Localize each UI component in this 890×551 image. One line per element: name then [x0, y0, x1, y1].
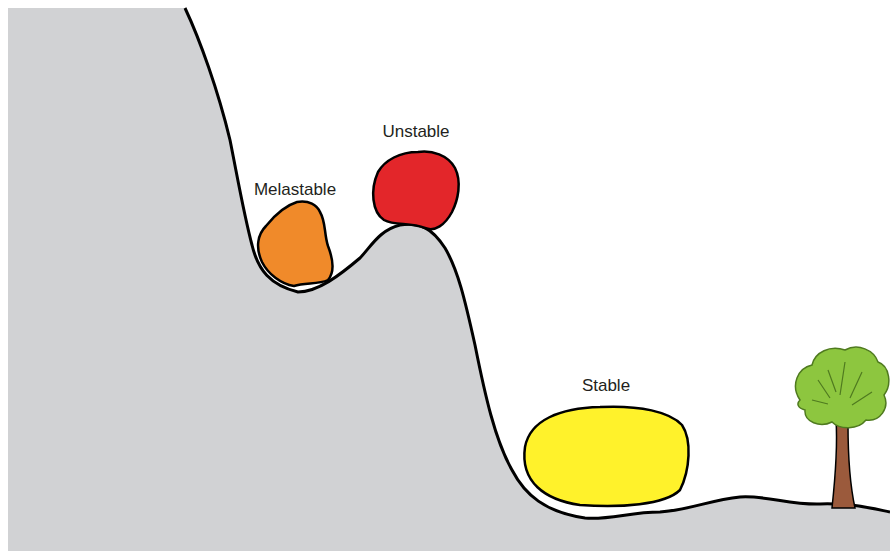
tree-canopy [796, 347, 889, 428]
stable-boulder [524, 407, 688, 506]
stability-label: Stable [582, 376, 630, 396]
unstable-boulder [373, 152, 459, 230]
terrain [8, 8, 890, 551]
terrain-outline [185, 8, 890, 518]
stability-label: Melastable [254, 180, 336, 200]
stability-label: Unstable [382, 122, 449, 142]
metastable-boulder [258, 202, 332, 286]
tree [796, 347, 889, 508]
tree-branches [812, 362, 872, 405]
